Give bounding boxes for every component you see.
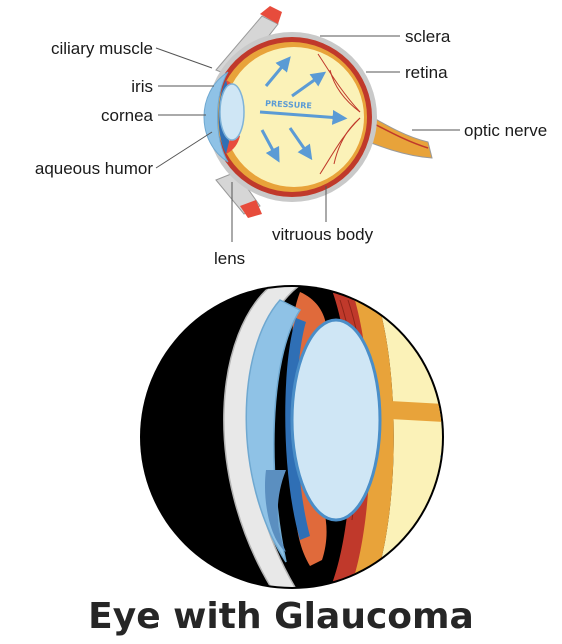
part-labels: ciliary muscle iris cornea aqueous humor… xyxy=(35,27,547,268)
label-aqueous-humor: aqueous humor xyxy=(35,159,153,178)
lower-muscle-tip xyxy=(240,200,262,218)
eye-cross-section: PRESSURE xyxy=(203,6,433,218)
zoom-lens xyxy=(290,318,382,522)
zoom-aqueous xyxy=(264,470,286,552)
vitreous-body-shape xyxy=(224,47,364,187)
lens-shape xyxy=(219,83,245,141)
label-vitreous-body: vitruous body xyxy=(272,225,374,244)
pressure-label: PRESSURE xyxy=(265,99,312,110)
label-optic-nerve: optic nerve xyxy=(464,121,547,140)
diagram-title: Eye with Glaucoma xyxy=(88,596,474,637)
label-retina: retina xyxy=(405,63,448,82)
retinal-vessels xyxy=(317,53,361,175)
label-cornea: cornea xyxy=(101,106,154,125)
upper-muscle-tip xyxy=(260,6,282,24)
label-sclera: sclera xyxy=(405,27,451,46)
pressure-arrows xyxy=(259,56,348,163)
zoom-cornea xyxy=(245,299,302,563)
leader-lines xyxy=(155,35,460,242)
zoom-iris xyxy=(285,318,310,540)
cornea-shape xyxy=(203,71,229,163)
zoomed-anterior-eye xyxy=(140,285,444,589)
label-lens: lens xyxy=(214,249,245,268)
label-iris: iris xyxy=(131,77,153,96)
label-ciliary-muscle: ciliary muscle xyxy=(51,39,153,58)
